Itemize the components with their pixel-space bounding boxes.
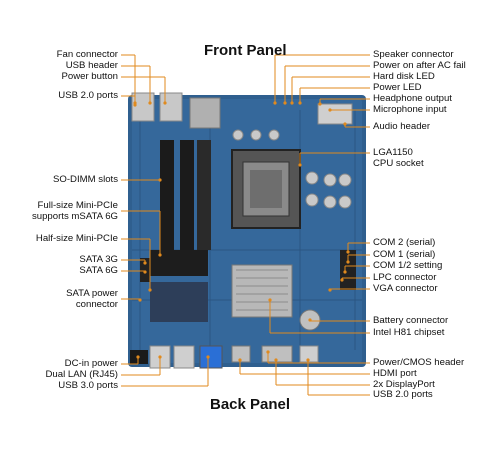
mini-pcie-full (150, 250, 208, 276)
leader-dot (158, 355, 162, 359)
usb2-rear-ports (299, 345, 319, 363)
leader-dot (308, 318, 312, 322)
sodimm-slot-1 (160, 140, 174, 250)
leader-dot (163, 101, 167, 105)
leader-dot (346, 260, 350, 264)
leader-dot (206, 355, 210, 359)
left-label: USB 3.0 ports (58, 380, 118, 391)
com-headers (340, 250, 356, 290)
leader-dot (340, 278, 344, 282)
leader-dot (274, 358, 278, 362)
right-label: USB 2.0 ports (373, 389, 433, 400)
left-label: SATA 6G (79, 265, 118, 276)
sodimm-slot-2 (180, 140, 194, 250)
chipset-heatsink (231, 264, 293, 318)
back-panel-title: Back Panel (210, 396, 291, 413)
leader-lines (121, 54, 370, 396)
leader-dot (266, 350, 270, 354)
leader-dot (318, 102, 322, 106)
front-panel-title: Front Panel (204, 42, 287, 59)
right-label: 2x DisplayPort (373, 379, 435, 390)
hdmi-port (231, 345, 251, 363)
leader-dot (148, 101, 152, 105)
left-label: Power button (61, 71, 118, 82)
mini-pcie-half (150, 282, 208, 322)
left-label: DC-in power (64, 358, 118, 369)
left-label: SATA 3G (79, 254, 118, 265)
left-label: SO-DIMM slots (52, 174, 118, 185)
right-label: COM 1 (serial) (373, 249, 436, 260)
left-label: Fan connector (56, 49, 118, 60)
left-label: Dual LAN (RJ45) (45, 369, 118, 380)
top-connector (189, 97, 221, 129)
leader-dot (328, 108, 332, 112)
right-label: Battery connector (373, 315, 449, 326)
leader-dot (238, 358, 242, 362)
usb2-front-ports (131, 92, 155, 122)
right-label: Speaker connector (373, 49, 454, 60)
left-label: USB 2.0 ports (58, 90, 118, 101)
leader-dot (143, 270, 147, 274)
right-label: Intel H81 chipset (373, 327, 445, 338)
leader-dot (346, 250, 350, 254)
audio-jacks (317, 103, 353, 125)
leader-dot (138, 298, 142, 302)
usb3-ports (199, 345, 223, 369)
right-label: Audio header (373, 121, 431, 132)
leader-dot (136, 355, 140, 359)
right-label: Microphone input (373, 104, 447, 115)
leader-dot (268, 298, 272, 302)
right-label: Power/CMOS header (373, 357, 465, 368)
leader-dot (273, 101, 277, 105)
displayports (261, 345, 293, 363)
leader-dot (328, 288, 332, 292)
sata-connectors (140, 258, 150, 282)
leader-dot (158, 253, 162, 257)
leader-dot (306, 358, 310, 362)
right-label: VGA connector (373, 283, 438, 294)
right-label: COM 2 (serial) (373, 237, 436, 248)
right-label: Power LED (373, 82, 422, 93)
right-label: HDMI port (373, 368, 417, 379)
right-label: Hard disk LED (373, 71, 435, 82)
leader-dot (283, 101, 287, 105)
left-label: Half-size Mini-PCIe (35, 233, 118, 244)
leader-dot (298, 163, 302, 167)
left-label: USB header (65, 60, 118, 71)
leader-dot (298, 101, 302, 105)
leader-dot (343, 122, 347, 126)
leader-dot (158, 178, 162, 182)
leader-dot (148, 288, 152, 292)
right-label: Headphone output (373, 93, 452, 104)
leader-dot (290, 101, 294, 105)
leader-dot (143, 261, 147, 265)
right-label: Power on after AC fail (373, 60, 466, 71)
leader-dot (343, 270, 347, 274)
right-label: COM 1/2 setting (373, 260, 443, 271)
leader-dot (133, 103, 137, 107)
right-label: LPC connector (373, 272, 437, 283)
